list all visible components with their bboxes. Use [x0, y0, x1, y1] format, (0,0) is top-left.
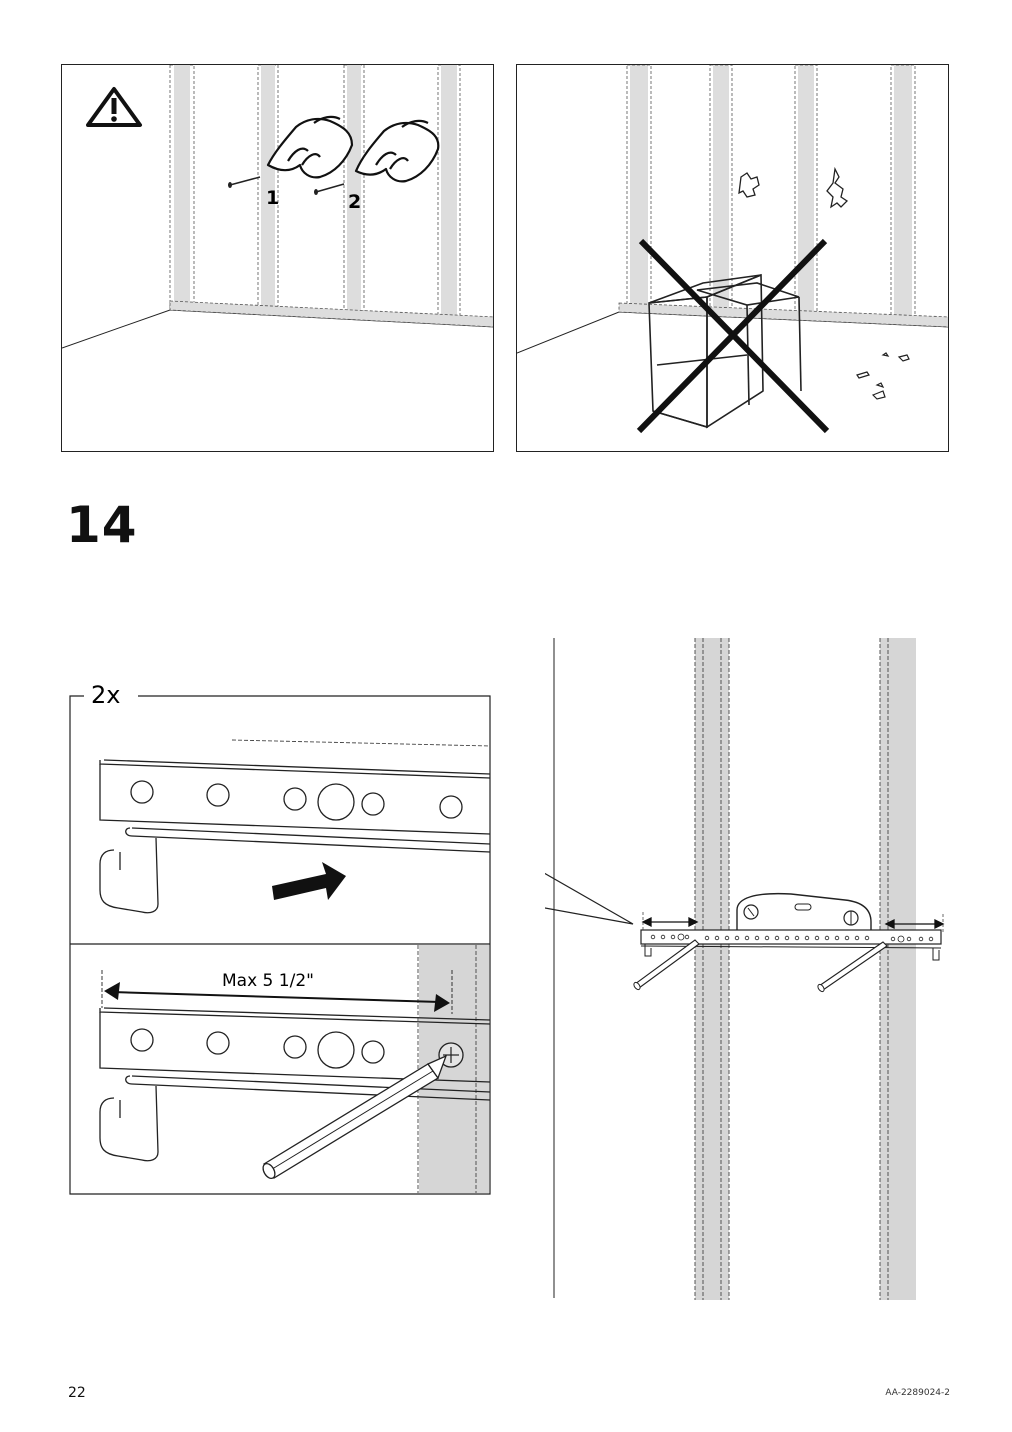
step-number: 14 [66, 496, 138, 554]
step-label-2: 2 [348, 191, 361, 213]
spirit-level-icon [736, 892, 872, 933]
step-label-1: 1 [266, 187, 279, 209]
nail-icon [228, 176, 261, 188]
cross-x-icon [636, 238, 830, 434]
rail-illustration [640, 929, 942, 961]
hand-finger-icon [354, 119, 440, 183]
page-number: 22 [68, 1385, 86, 1401]
detail-callout: 2x Max 5 1/2" [69, 681, 491, 1195]
right-arrow-icon [272, 862, 346, 900]
warning-triangle-icon [86, 87, 142, 127]
broken-wall-illustration [517, 65, 948, 434]
quantity-label: 2x [91, 681, 120, 709]
rail-illustration [99, 1007, 491, 1162]
max-distance-dimension [101, 970, 453, 1014]
wall-studs-illustration: 1 2 [62, 65, 493, 349]
wrong-way-panel [516, 64, 949, 452]
pencil-icon [633, 939, 700, 991]
pencil-icon [817, 941, 888, 993]
document-code: AA-2289024-2 [885, 1388, 950, 1398]
max-distance-label: Max 5 1/2" [222, 971, 314, 991]
rail-illustration [99, 739, 491, 914]
hand-finger-icon [266, 115, 354, 179]
pencil-icon [262, 1054, 448, 1180]
warning-panel: 1 2 [61, 64, 494, 452]
wall-overview-illustration [545, 638, 945, 1300]
nail-icon [314, 183, 345, 195]
